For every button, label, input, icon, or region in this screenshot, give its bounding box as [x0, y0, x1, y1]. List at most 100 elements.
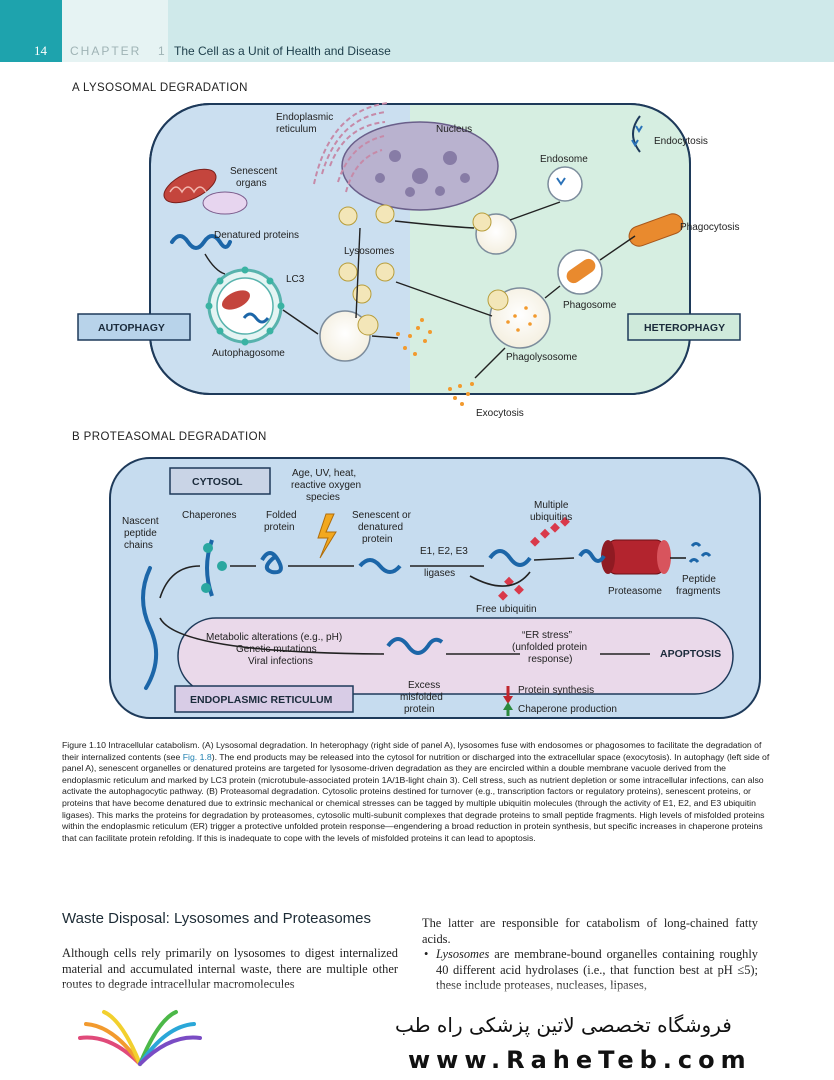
- label-endosome: Endosome: [540, 154, 588, 165]
- autolysosome: [319, 310, 379, 362]
- label-denatured: Denatured proteins: [214, 230, 299, 241]
- label-lc3: LC3: [286, 274, 305, 285]
- heterophagy-label: HETEROPHAGY: [644, 322, 725, 334]
- watermark-persian-text: فروشگاه تخصصی لاتین پزشکی راه طب: [395, 1013, 732, 1037]
- label-senescent: Senescent: [230, 166, 277, 177]
- label-metabolic: Metabolic alterations (e.g., pH): [206, 632, 342, 643]
- organelle-senescent: [202, 191, 248, 215]
- label-multi-1: Multiple: [534, 500, 569, 511]
- autophagosome: [205, 266, 285, 346]
- label-er-2: reticulum: [276, 124, 317, 135]
- right-column-intro: The latter are responsible for catabolis…: [422, 916, 758, 946]
- er-box: [174, 685, 354, 713]
- up-arrow-icon: [503, 702, 513, 710]
- denatured-protein-squiggle: [170, 234, 232, 250]
- lysosome-endosome-fusion: [472, 212, 517, 255]
- label-sen-1: Senescent or: [352, 510, 412, 521]
- label-multi-2: ubiquitins: [530, 512, 572, 523]
- label-exocytosis: Exocytosis: [476, 408, 524, 419]
- label-stress-3: species: [306, 492, 340, 503]
- label-er-stress-3: response): [528, 654, 572, 665]
- panel-b-title: B PROTEASOMAL DEGRADATION: [72, 431, 267, 443]
- lysosomal-degradation-figure: Endoplasmic reticulum Nucleus Endocytosi…: [77, 102, 741, 419]
- chapter-title: The Cell as a Unit of Health and Disease: [174, 44, 391, 58]
- chaperone-molecules: [201, 543, 227, 593]
- endocytosis-pit: [631, 115, 643, 153]
- label-excess-1: Excess: [408, 680, 440, 691]
- label-peptide-2: fragments: [676, 586, 720, 597]
- label-sen-3: protein: [362, 534, 393, 545]
- header-chapter-band: [62, 0, 168, 62]
- heterophagy-box: [627, 313, 741, 341]
- proteasomal-degradation-figure: CYTOSOL ENDOPLASMIC RETICULUM: [109, 457, 761, 719]
- label-folded-2: protein: [264, 522, 295, 533]
- label-sen-2: denatured: [358, 522, 403, 533]
- watermark-url[interactable]: www.RaheTeb.com: [408, 1046, 752, 1074]
- label-proteasome: Proteasome: [608, 586, 662, 597]
- label-free-ubiquitin: Free ubiquitin: [476, 604, 537, 615]
- label-apoptosis: APOPTOSIS: [660, 648, 721, 660]
- label-phagocytosis: Phagocytosis: [680, 222, 739, 233]
- endoplasmic-reticulum: [313, 102, 389, 193]
- phagolysosome: [487, 287, 551, 349]
- label-excess-2: misfolded: [400, 692, 443, 703]
- chapter-number: 1: [158, 44, 165, 58]
- label-phagolysosome: Phagolysosome: [506, 352, 578, 363]
- label-stress-1: Age, UV, heat,: [292, 468, 356, 479]
- label-nascent-3: chains: [124, 540, 153, 551]
- caption-part-1: Intracellular catabolism. (A) Lysosomal …: [62, 740, 762, 762]
- label-er-stress-1: “ER stress”: [522, 630, 572, 641]
- cytosol-label: CYTOSOL: [192, 476, 243, 488]
- endosome: [547, 166, 583, 202]
- er-compartment: [177, 617, 734, 695]
- page-number: 14: [34, 43, 47, 58]
- label-protein-synthesis: Protein synthesis: [518, 685, 594, 696]
- label-excess-3: protein: [404, 704, 435, 715]
- ubiquitinated-protein: [488, 549, 532, 567]
- figure-reference-link[interactable]: Fig. 1.8: [182, 751, 212, 762]
- label-chaperones: Chaperones: [182, 510, 236, 521]
- nascent-peptide-chain: [141, 566, 159, 690]
- label-organs: organs: [236, 178, 267, 189]
- caption-lead: Figure 1.10: [62, 740, 106, 750]
- denatured-protein: [358, 558, 402, 574]
- label-autophagosome: Autophagosome: [212, 348, 285, 359]
- panel-a-title: A LYSOSOMAL DEGRADATION: [72, 82, 248, 94]
- chapter-label: CHAPTER: [70, 44, 142, 58]
- figure-caption: Figure 1.10 Intracellular catabolism. (A…: [62, 740, 770, 844]
- er-box-label: ENDOPLASMIC RETICULUM: [190, 694, 333, 706]
- label-stress-2: reactive oxygen: [291, 480, 361, 491]
- mitochondrion-senescent: [163, 168, 217, 204]
- misfolded-protein: [386, 637, 444, 655]
- label-phagosome: Phagosome: [563, 300, 617, 311]
- label-e123: E1, E2, E3: [420, 546, 468, 557]
- autophagy-label: AUTOPHAGY: [98, 322, 165, 334]
- label-nascent-2: peptide: [124, 528, 157, 539]
- label-ligases: ligases: [424, 568, 455, 579]
- label-nucleus: Nucleus: [436, 124, 472, 135]
- degradation-products: [396, 318, 432, 356]
- peptide-fragments: [688, 542, 712, 564]
- label-lysosomes: Lysosomes: [344, 246, 394, 257]
- section-heading: Waste Disposal: Lysosomes and Proteasome…: [62, 910, 372, 927]
- label-nascent-1: Nascent: [122, 516, 159, 527]
- caption-part-2: ). The end products may be released into…: [62, 751, 770, 843]
- label-er-stress-2: (unfolded protein: [512, 642, 587, 653]
- label-folded-1: Folded: [266, 510, 297, 521]
- nucleus: [341, 121, 499, 211]
- label-er: Endoplasmic: [276, 112, 333, 123]
- label-peptide-1: Peptide: [682, 574, 716, 585]
- label-viral: Viral infections: [248, 656, 313, 667]
- cytosol-box: [169, 467, 271, 495]
- stress-bolt-icon: [317, 513, 337, 559]
- proteasome: [601, 539, 671, 575]
- autophagy-box: [77, 313, 191, 341]
- folded-protein: [260, 551, 283, 575]
- phagosome: [557, 249, 603, 295]
- label-chaperone-production: Chaperone production: [518, 704, 617, 715]
- down-arrow-icon: [503, 696, 513, 704]
- header-page-tab: [0, 0, 62, 62]
- exocytosis-products: [448, 382, 474, 406]
- book-logo-icon: [78, 1010, 202, 1066]
- body-right-column: The latter are responsible for catabolis…: [422, 916, 758, 994]
